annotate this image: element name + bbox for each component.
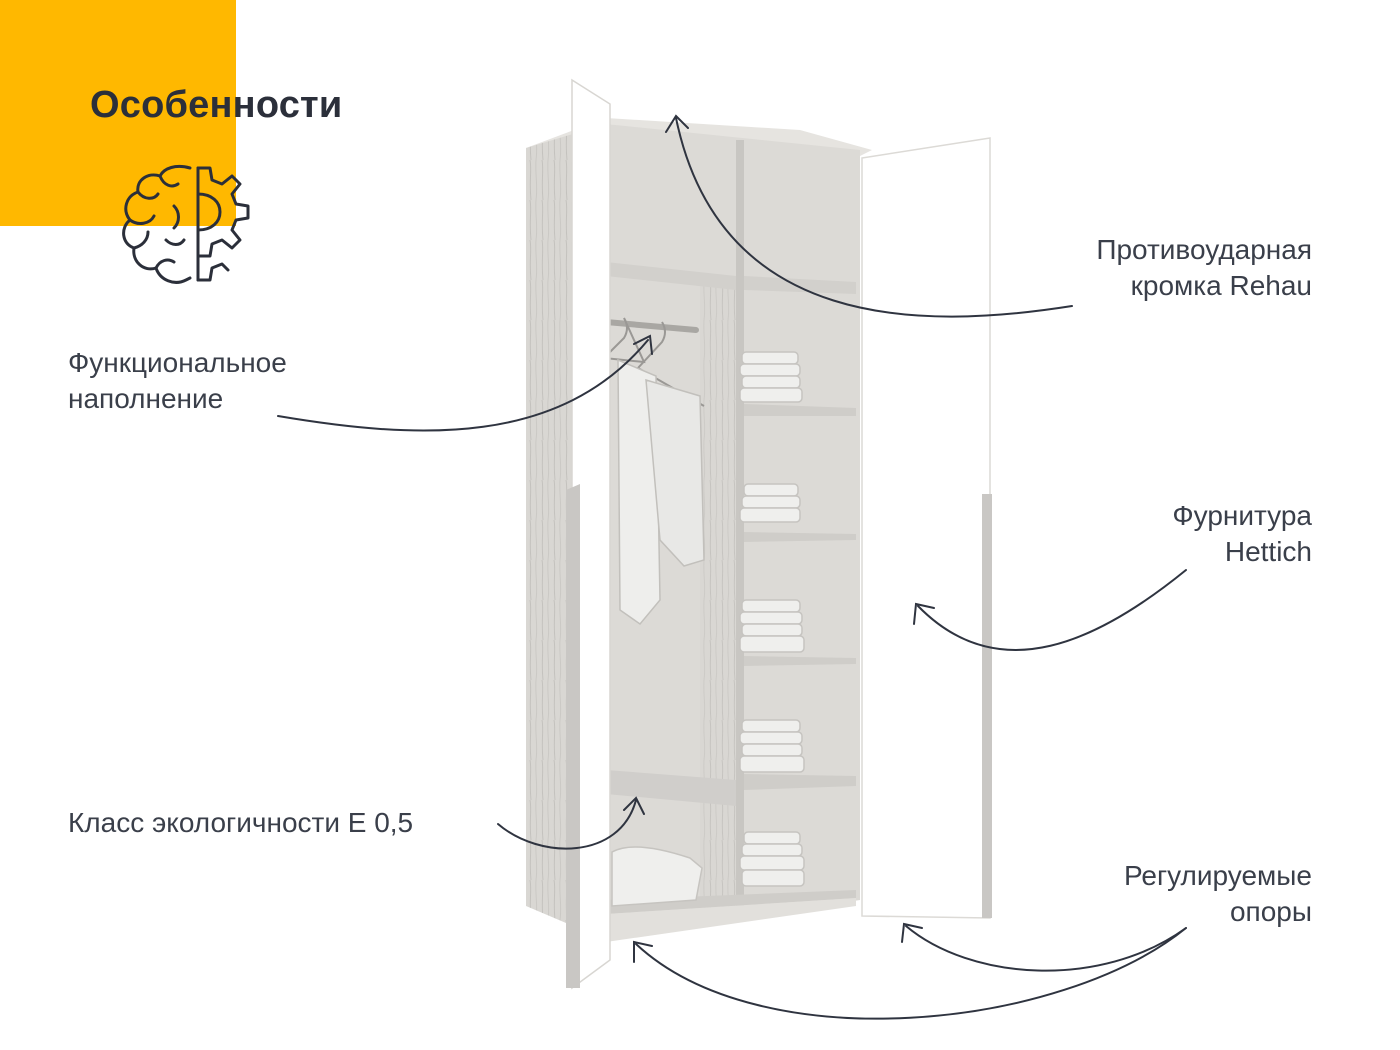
- shelf: [606, 770, 736, 806]
- callout-eco-class-line1: Класс экологичности Е 0,5: [68, 807, 414, 838]
- arrow-functional-filling: [277, 339, 649, 432]
- arrow-hardware: [917, 569, 1187, 651]
- callout-hardware-line2: Hettich: [1224, 536, 1312, 567]
- shelf: [744, 276, 856, 294]
- brain-gear-icon: [122, 164, 250, 284]
- callout-functional-filling-line2: наполнение: [68, 383, 224, 414]
- shelf: [744, 404, 856, 416]
- callout-adjustable-feet-line1: Регулируемые: [1123, 860, 1312, 891]
- garment: [645, 378, 705, 567]
- callout-impact-edge-line2: кромка Rehau: [1130, 270, 1312, 301]
- arrow-adjustable-feet-right: [905, 925, 1187, 972]
- callout-adjustable-feet-line2: опоры: [1229, 896, 1312, 927]
- callout-adjustable-feet: Регулируемые опоры: [1040, 858, 1312, 930]
- callout-hardware-line1: Фурнитура: [1172, 500, 1312, 531]
- callout-arrows: [277, 114, 1187, 1020]
- hanger: [636, 321, 705, 407]
- right-door: [861, 137, 991, 919]
- callout-impact-edge: Противоударная кромка Rehau: [1000, 232, 1312, 304]
- wardrobe-divider: [736, 140, 744, 918]
- folded-clothes: [611, 351, 805, 907]
- shelf: [744, 532, 856, 542]
- hanging-rod: [603, 319, 699, 333]
- shelf: [744, 656, 856, 666]
- right-door-handle: [982, 494, 992, 918]
- page-title: Особенности: [90, 84, 343, 126]
- left-door-handle: [566, 484, 580, 988]
- callout-functional-filling-line1: Функциональное: [68, 347, 287, 378]
- shelf: [606, 890, 856, 914]
- shelf: [744, 774, 856, 790]
- shelf: [606, 262, 736, 290]
- arrow-adjustable-feet-left: [635, 927, 1187, 1020]
- callout-hardware: Фурнитура Hettich: [1060, 498, 1312, 570]
- callout-impact-edge-line1: Противоударная: [1096, 234, 1312, 265]
- callout-eco-class: Класс экологичности Е 0,5: [68, 805, 413, 841]
- arrow-eco-class: [497, 799, 637, 850]
- plinth: [606, 898, 856, 942]
- arrow-impact-edge: [675, 117, 1073, 318]
- callout-functional-filling: Функциональное наполнение: [68, 345, 287, 417]
